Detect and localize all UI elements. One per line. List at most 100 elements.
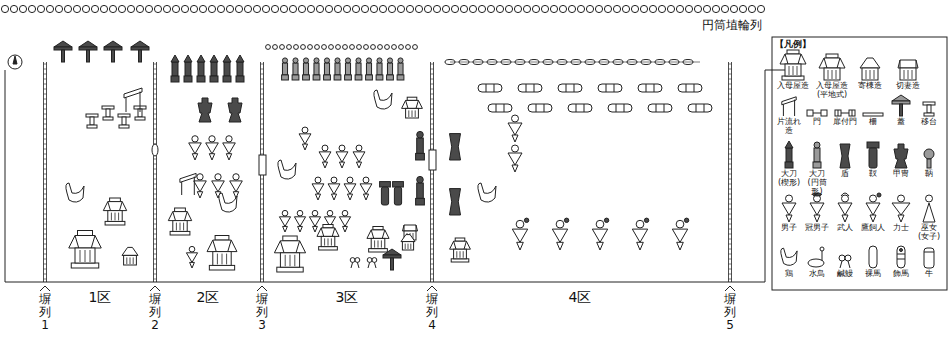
gate-post <box>821 110 827 116</box>
figure-head <box>327 210 333 216</box>
cylinder-haniwa <box>316 5 323 12</box>
line <box>44 114 47 115</box>
line <box>154 254 157 255</box>
parasol-stem <box>62 50 65 62</box>
line <box>454 241 456 249</box>
house-ridge <box>175 208 186 212</box>
line <box>431 199 434 200</box>
stand-leg <box>927 105 931 113</box>
line <box>378 240 379 247</box>
cylinder-haniwa <box>388 5 395 12</box>
stand-leg <box>90 117 94 125</box>
cylinder-haniwa <box>127 5 134 12</box>
cylinder-haniwa <box>28 5 35 12</box>
line <box>729 99 732 100</box>
line <box>431 109 434 110</box>
line <box>44 184 47 185</box>
figure-body <box>212 181 225 192</box>
cylinder-haniwa <box>541 5 548 12</box>
line <box>431 214 434 215</box>
line <box>431 239 434 240</box>
line <box>729 149 732 150</box>
figure-helmet <box>841 193 849 196</box>
sword-pommel <box>366 58 371 63</box>
horse-row-symbol <box>558 84 582 92</box>
legend-label: 鶏 <box>776 270 803 279</box>
row-title: 円筒埴輪列 <box>702 19 762 32</box>
fence-marker <box>427 286 437 291</box>
cylinder-haniwa <box>172 5 179 12</box>
legend-label: 飾馬 <box>888 270 915 279</box>
line <box>126 257 127 264</box>
stand-base <box>135 117 145 120</box>
line <box>431 189 434 190</box>
figure-legs <box>347 194 352 200</box>
line <box>44 254 47 255</box>
sword-base <box>197 76 205 82</box>
sword-base <box>355 75 362 80</box>
line <box>696 104 697 112</box>
legend-label: 鞆 <box>916 170 943 179</box>
line <box>408 110 409 117</box>
enclosure-frame <box>5 70 785 282</box>
parasol-stem <box>391 258 394 270</box>
line <box>897 254 905 255</box>
legend-label: 片流れ造 <box>776 118 803 136</box>
house-roof <box>274 241 305 253</box>
line <box>431 229 434 230</box>
cylinder-haniwa <box>10 5 17 12</box>
line <box>431 259 434 260</box>
cylinder-haniwa <box>82 5 89 12</box>
line <box>44 84 47 85</box>
line <box>261 229 264 230</box>
cylinder-haniwa <box>586 5 593 12</box>
line <box>729 264 732 265</box>
sword-base <box>171 76 179 82</box>
line <box>261 84 264 85</box>
sword-base <box>236 76 244 82</box>
cylinder-haniwa <box>226 5 233 12</box>
line <box>183 223 184 231</box>
sword-pommel <box>356 58 361 63</box>
chicken-symbol <box>66 183 84 202</box>
figure-legs <box>870 215 876 222</box>
line <box>908 70 909 79</box>
figure-head <box>512 145 519 152</box>
line <box>154 244 157 245</box>
line <box>261 209 264 210</box>
cylinder-haniwa <box>667 5 674 12</box>
line <box>371 230 374 239</box>
line <box>504 104 505 112</box>
line <box>729 214 732 215</box>
line <box>822 250 823 261</box>
line <box>44 154 47 155</box>
figure-head <box>356 145 362 151</box>
sword-body <box>814 148 820 162</box>
sword-pommel <box>184 55 192 62</box>
line <box>836 70 837 79</box>
sword-pommel <box>293 58 298 63</box>
cylinder-haniwa <box>361 5 368 12</box>
figure-body <box>279 217 290 227</box>
line <box>912 70 913 79</box>
cylinder-haniwa <box>163 5 170 12</box>
chicken-symbol <box>781 248 797 265</box>
line <box>261 264 264 265</box>
cylinder-haniwa <box>487 5 494 12</box>
figure-legs <box>814 215 820 222</box>
line <box>431 104 434 105</box>
line <box>416 100 418 108</box>
line <box>261 139 264 140</box>
cylinder-haniwa <box>73 5 80 12</box>
lean-to-roof <box>782 97 796 105</box>
house-base <box>170 231 190 235</box>
sword-body <box>224 62 230 76</box>
line <box>213 240 216 252</box>
line <box>44 124 47 125</box>
figure-legs <box>512 165 518 172</box>
cylinder-haniwa <box>343 5 350 12</box>
sword-body <box>345 63 350 75</box>
line <box>194 177 195 195</box>
house-base <box>782 76 804 80</box>
quiver-body <box>394 187 401 205</box>
